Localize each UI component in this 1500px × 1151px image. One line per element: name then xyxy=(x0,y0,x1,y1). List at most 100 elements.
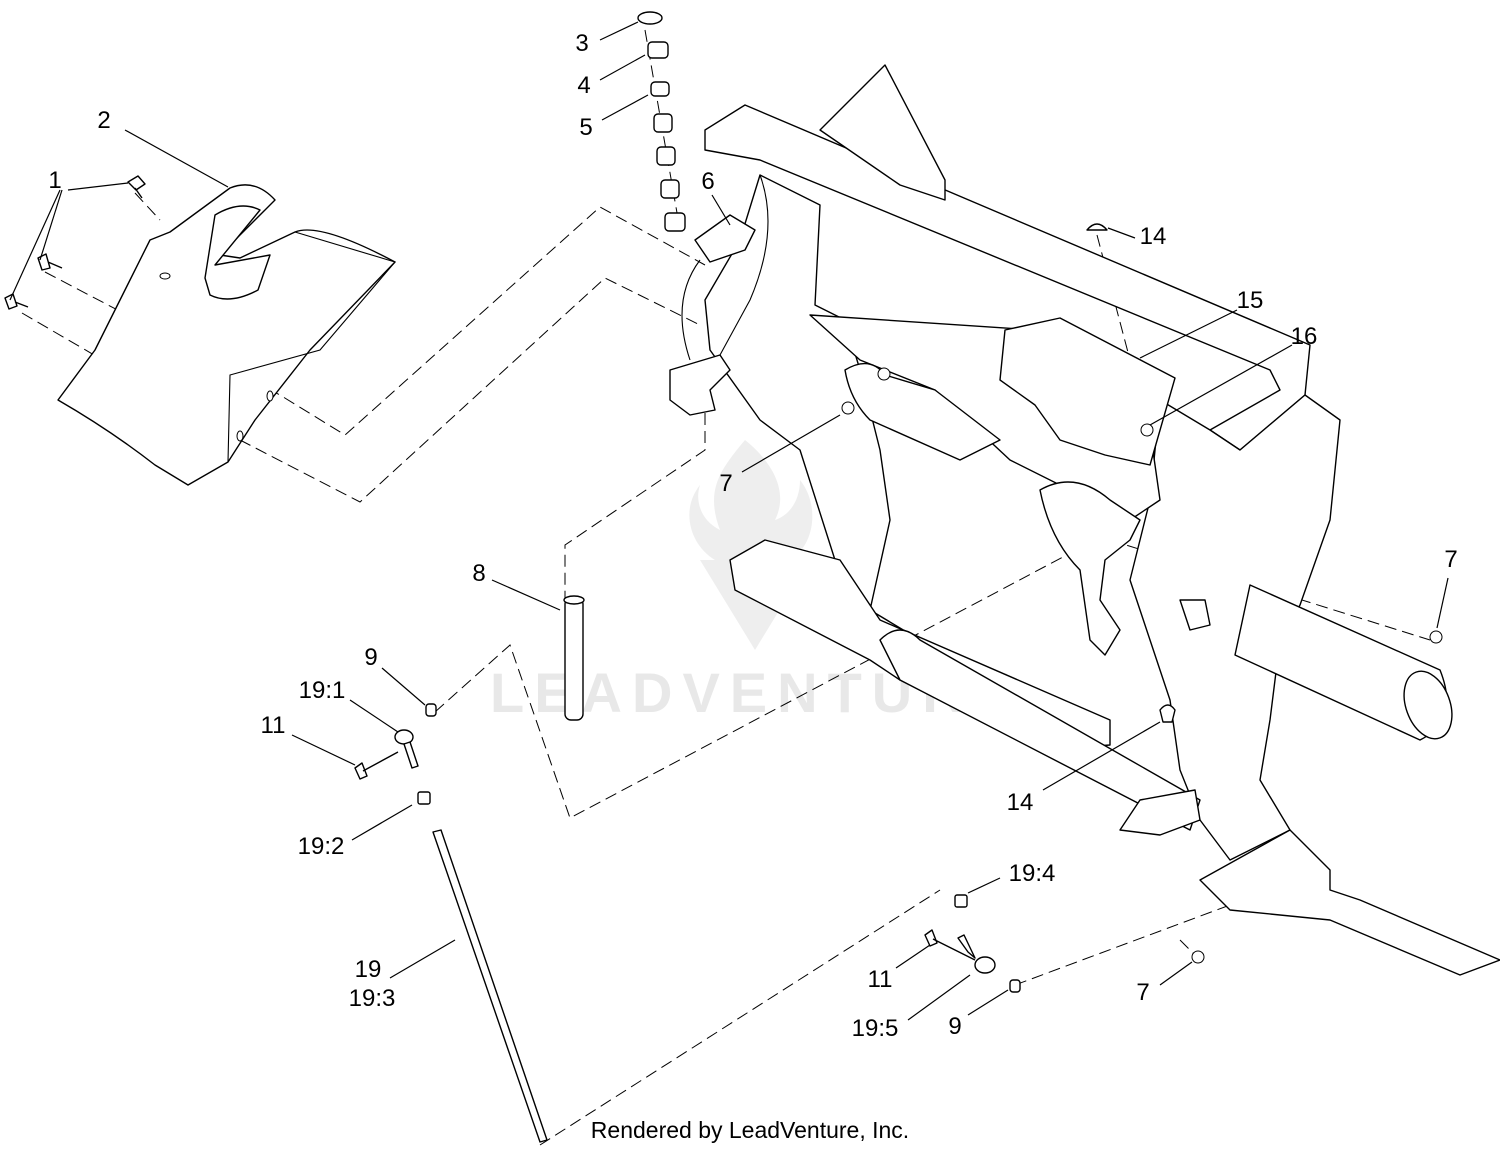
bushing-5 xyxy=(650,81,670,97)
callout-7-left: 7 xyxy=(719,470,732,497)
nut-7-right xyxy=(1429,630,1443,644)
lower-right-rail xyxy=(1199,829,1500,976)
leader-11b xyxy=(895,944,931,969)
plate-part-6 xyxy=(694,214,756,263)
callout-2: 2 xyxy=(97,107,110,134)
bolt-low xyxy=(4,293,29,310)
guide-line-pin xyxy=(564,395,706,600)
callout-4: 4 xyxy=(577,72,590,99)
bolt-11-lower xyxy=(924,929,976,961)
leader-2 xyxy=(124,129,229,188)
nut-7-left xyxy=(841,401,855,415)
leader-19 xyxy=(389,939,456,979)
leader-7c xyxy=(1159,961,1193,986)
leader-15 xyxy=(1139,309,1238,359)
bolt-11-upper xyxy=(354,751,399,780)
rivet-14-top xyxy=(1086,223,1108,231)
nut-19-2 xyxy=(417,791,431,805)
leader-1a xyxy=(67,182,129,191)
callout-19-5: 19:5 xyxy=(852,1015,899,1042)
rod-end-lower-stem xyxy=(957,934,976,959)
control-box xyxy=(999,317,1176,466)
nut-7-upper xyxy=(877,367,891,381)
leader-14b xyxy=(1042,721,1161,791)
switch-connector xyxy=(1179,599,1211,631)
leader-9b xyxy=(967,989,1009,1016)
right-side-plate xyxy=(1129,394,1341,861)
bushing-stack xyxy=(637,11,686,232)
rod-end-stem xyxy=(403,741,419,769)
right-tube-end xyxy=(1403,670,1453,740)
pin-body xyxy=(564,597,584,721)
callout-14-lower: 14 xyxy=(1007,789,1034,816)
leader-lines xyxy=(9,21,1449,1021)
footer-credit: Rendered by LeadVenture, Inc. xyxy=(591,1117,909,1143)
bushing-5e xyxy=(664,212,686,232)
leader-9a xyxy=(381,667,426,706)
callout-7-right: 7 xyxy=(1444,546,1457,573)
bolts-part-1 xyxy=(4,175,146,310)
clip-part-3 xyxy=(637,11,663,25)
latch-cable xyxy=(681,174,769,361)
callout-11-upper: 11 xyxy=(261,712,286,739)
adjust-lever xyxy=(1039,481,1141,656)
bushing-5b xyxy=(653,113,673,133)
leader-19-5 xyxy=(907,974,971,1021)
shield-flange xyxy=(227,231,396,463)
frame-assembly xyxy=(669,64,1500,976)
shield-plate xyxy=(57,184,396,486)
bolt-top xyxy=(127,175,146,199)
callout-14-top: 14 xyxy=(1140,223,1167,250)
pin-part-8 xyxy=(563,595,585,721)
bushing-4 xyxy=(647,41,669,59)
rod-assembly xyxy=(354,703,1021,1143)
callout-7-lower: 7 xyxy=(1136,979,1149,1006)
callout-3: 3 xyxy=(575,30,588,57)
callout-19-3: 19:3 xyxy=(349,985,396,1012)
callout-15: 15 xyxy=(1237,287,1264,314)
leader-1b xyxy=(39,189,63,261)
callout-5: 5 xyxy=(579,114,592,141)
callout-9-upper: 9 xyxy=(364,644,377,671)
leader-11a xyxy=(291,734,356,766)
callout-19-1: 19:1 xyxy=(299,677,346,704)
spacer-9-lower xyxy=(1009,979,1021,993)
right-hook-bracket xyxy=(1119,789,1201,836)
callout-6: 6 xyxy=(701,168,714,195)
nut-7-lower xyxy=(1191,950,1205,964)
shield-hole-top xyxy=(159,272,171,280)
leader-1c xyxy=(9,189,61,301)
bushing-5c xyxy=(656,146,676,166)
pin-head xyxy=(563,595,585,605)
callout-19: 19 xyxy=(355,956,382,983)
leader-6 xyxy=(711,194,731,226)
leader-8 xyxy=(491,579,561,611)
latch-bracket xyxy=(669,354,731,416)
leader-19-1 xyxy=(349,699,399,733)
nut-19-4 xyxy=(954,894,968,908)
shield-slot xyxy=(204,205,271,300)
spacer-9-upper xyxy=(425,703,437,717)
leader-19-2 xyxy=(351,804,413,841)
shield-part xyxy=(57,184,396,486)
bushing-5d xyxy=(660,179,680,199)
callout-9-lower: 9 xyxy=(948,1013,961,1040)
guide-line-shield-upper xyxy=(44,192,706,436)
rivet-14-lower xyxy=(1159,704,1176,723)
leader-7a xyxy=(741,414,841,473)
shield-hole-low xyxy=(236,430,244,442)
top-bracket-fin xyxy=(819,64,946,201)
callout-labels: 1 2 3 4 5 6 7 7 7 8 9 9 11 11 14 14 15 1… xyxy=(48,30,1457,1042)
leader-14a xyxy=(1107,227,1136,239)
callout-19-4: 19:4 xyxy=(1009,860,1056,887)
leader-4 xyxy=(599,54,646,81)
leader-16 xyxy=(1149,344,1293,426)
bolt-mid xyxy=(37,253,63,271)
rod-end-19-5 xyxy=(974,956,996,974)
callout-19-2: 19:2 xyxy=(298,833,345,860)
leader-3 xyxy=(599,21,639,41)
rod-19 xyxy=(432,829,548,1143)
nut-16 xyxy=(1140,423,1154,437)
leader-19-4 xyxy=(967,877,1001,894)
leader-5 xyxy=(601,94,649,121)
